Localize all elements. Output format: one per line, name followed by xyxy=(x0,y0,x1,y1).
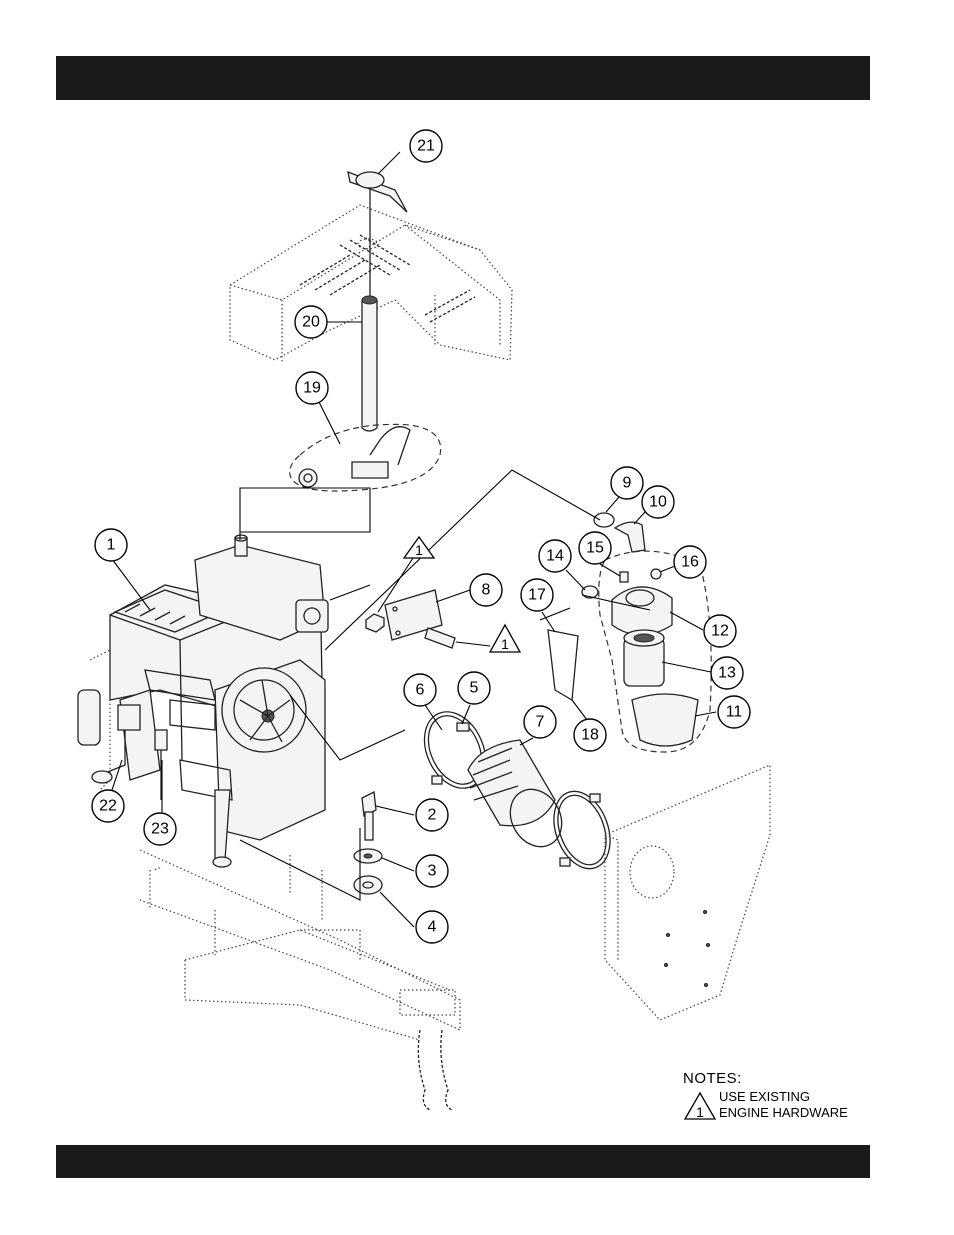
callout-2: 2 xyxy=(416,799,448,831)
part-19-clamp-kit xyxy=(290,424,441,491)
callout-12: 12 xyxy=(704,615,736,647)
part-3-washer xyxy=(354,849,382,863)
callout-18: 18 xyxy=(574,719,606,751)
svg-text:1: 1 xyxy=(107,537,116,554)
callout-19: 19 xyxy=(296,372,328,404)
part-11-canister xyxy=(632,694,698,746)
callout-23: 23 xyxy=(144,813,176,845)
callout-11: 11 xyxy=(718,696,750,728)
svg-text:5: 5 xyxy=(470,680,479,697)
svg-text:7: 7 xyxy=(536,714,545,731)
part-4-washer xyxy=(354,876,382,894)
part-8-plate xyxy=(366,590,455,648)
svg-text:15: 15 xyxy=(586,540,604,557)
svg-text:2: 2 xyxy=(428,807,437,824)
svg-text:22: 22 xyxy=(99,798,117,815)
callout-4: 4 xyxy=(416,911,448,943)
callout-15: 15 xyxy=(579,532,611,564)
callout-14: 14 xyxy=(539,540,571,572)
callout-3: 3 xyxy=(416,855,448,887)
outlet-clamp-ring xyxy=(544,784,620,877)
callout-7: 7 xyxy=(524,706,556,738)
engine-assembly xyxy=(90,535,328,840)
note-text: USE EXISTING ENGINE HARDWARE xyxy=(719,1089,848,1121)
side-panel xyxy=(605,765,770,1020)
callout-16: 16 xyxy=(674,546,706,578)
part-13-filter xyxy=(624,630,664,686)
svg-text:9: 9 xyxy=(623,475,632,492)
svg-text:8: 8 xyxy=(482,582,491,599)
callout-10: 10 xyxy=(642,486,674,518)
svg-text:16: 16 xyxy=(681,554,699,571)
svg-text:6: 6 xyxy=(416,682,425,699)
trailer-frame xyxy=(140,790,460,1110)
part-20-pipe xyxy=(362,296,377,431)
part-17-18-strap xyxy=(548,630,578,700)
triangle-marker-2: 1 xyxy=(490,625,520,652)
callout-22: 22 xyxy=(92,790,124,822)
part-2-bolt xyxy=(362,792,376,840)
part-15-16-fasteners xyxy=(620,569,661,582)
svg-text:23: 23 xyxy=(151,821,169,838)
note-row-1: 1 USE EXISTING ENGINE HARDWARE xyxy=(683,1089,873,1123)
triangle-marker-1: 1 xyxy=(404,537,434,558)
part-10-elbow xyxy=(615,522,645,552)
svg-text:17: 17 xyxy=(528,587,546,604)
part-14-bolt xyxy=(582,586,598,598)
part-7-hose xyxy=(468,740,572,856)
notes-block: NOTES: 1 USE EXISTING ENGINE HARDWARE xyxy=(683,1070,873,1123)
callout-9: 9 xyxy=(611,467,643,499)
callout-17: 17 xyxy=(521,579,553,611)
callout-21: 21 xyxy=(410,130,442,162)
part-9-clamp xyxy=(594,513,614,527)
svg-text:14: 14 xyxy=(546,548,564,565)
svg-text:4: 4 xyxy=(428,919,437,936)
notes-title: NOTES: xyxy=(683,1070,873,1087)
svg-text:1: 1 xyxy=(696,1104,704,1120)
note-line-2: ENGINE HARDWARE xyxy=(719,1105,848,1121)
svg-text:1: 1 xyxy=(415,542,423,558)
svg-text:1: 1 xyxy=(501,636,509,652)
note-triangle-marker: 1 xyxy=(683,1091,717,1121)
part-12-cleaner-head xyxy=(612,587,672,635)
svg-text:10: 10 xyxy=(649,494,667,511)
callout-1: 1 xyxy=(95,529,127,561)
callout-6: 6 xyxy=(404,674,436,706)
svg-text:3: 3 xyxy=(428,863,437,880)
svg-text:12: 12 xyxy=(711,623,729,640)
svg-text:19: 19 xyxy=(303,380,321,397)
svg-text:21: 21 xyxy=(417,138,435,155)
callout-5: 5 xyxy=(458,672,490,704)
svg-text:20: 20 xyxy=(302,314,320,331)
note-line-1: USE EXISTING xyxy=(719,1089,848,1105)
part-21-cap xyxy=(348,172,407,300)
callout-20: 20 xyxy=(295,306,327,338)
svg-text:11: 11 xyxy=(726,704,743,721)
callout-leaders xyxy=(112,152,716,927)
svg-text:13: 13 xyxy=(718,665,736,682)
callout-8: 8 xyxy=(470,574,502,606)
svg-text:18: 18 xyxy=(581,727,599,744)
callout-13: 13 xyxy=(711,657,743,689)
